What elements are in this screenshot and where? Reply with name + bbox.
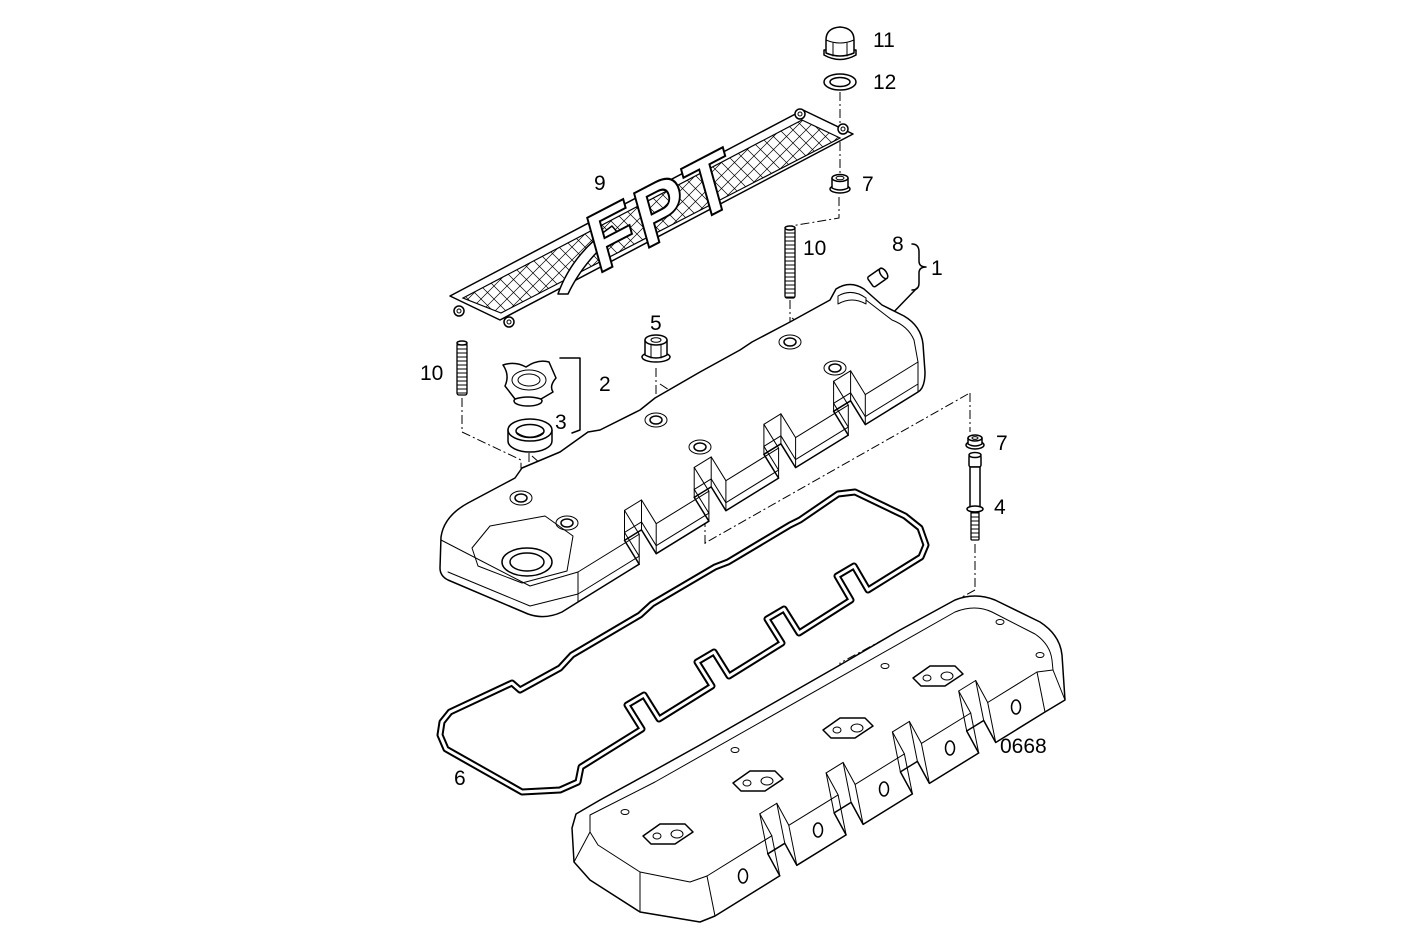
drawing-number: 0668	[1000, 735, 1047, 758]
logo-swoosh	[557, 225, 619, 295]
valve-cover-lower-rim	[447, 383, 919, 607]
callout-6: 6	[454, 767, 466, 790]
rocker-support	[642, 823, 694, 845]
callout-8: 8	[892, 233, 904, 256]
callout-12: 12	[873, 71, 896, 94]
plug	[867, 267, 889, 288]
callout-9: 9	[594, 172, 606, 195]
right-nut	[965, 434, 985, 450]
mesh-cover-grille	[461, 119, 842, 314]
rocker-housing-inner-rim	[589, 607, 1054, 883]
upper-stud	[784, 225, 796, 299]
rocker-housing-rim-holes	[620, 619, 1045, 815]
rocker-housing	[571, 595, 1066, 923]
centerline-nut-stud	[790, 197, 840, 227]
callout-4: 4	[994, 496, 1006, 519]
valve-cover-gasket	[436, 488, 930, 796]
mesh-cover-mounting-tabs	[453, 108, 849, 328]
assembly-bracket-2	[559, 357, 581, 434]
rocker-support	[822, 717, 874, 739]
centerline-diagonal	[704, 393, 969, 544]
filler-seal-ring	[507, 418, 553, 453]
gasket-inner	[438, 490, 928, 794]
valve-cover-outline	[439, 283, 926, 618]
callout-5: 5	[650, 312, 662, 335]
valve-cover-breather-boss	[837, 292, 867, 305]
callout-1: 1	[931, 257, 943, 280]
callout-11: 11	[873, 29, 895, 52]
valve-cover	[439, 283, 926, 618]
valve-cover-top-surface	[440, 299, 919, 587]
rocker-support	[912, 665, 964, 687]
rocker-support	[732, 770, 784, 792]
valve-cover-face-edges	[577, 361, 919, 603]
flange-nut	[641, 334, 671, 363]
upper-nut	[829, 173, 851, 194]
callout-3: 3	[555, 411, 567, 434]
valve-cover-front-face-top	[577, 361, 919, 573]
callout-7-right: 7	[996, 432, 1008, 455]
callout-2: 2	[599, 373, 611, 396]
left-stud	[456, 340, 468, 396]
callout-10-top: 10	[803, 237, 826, 260]
valve-cover-stud-holes	[509, 334, 847, 531]
filler-neck-boss	[471, 515, 574, 584]
oil-filler-cap	[502, 360, 557, 407]
rocker-housing-wall-edges	[573, 669, 1066, 917]
callout-10-left: 10	[420, 362, 443, 385]
rocker-supports	[642, 665, 964, 845]
spacer-stud	[966, 451, 984, 541]
callout-labels: 11 12 7 9 10 8 1 5 10 2 3 7 4 6 0668	[420, 29, 1047, 790]
fpt-logo: FPT	[578, 129, 747, 292]
rocker-housing-side-holes	[737, 699, 1022, 884]
callout-7-top: 7	[862, 173, 874, 196]
sealing-washer	[823, 73, 857, 91]
cap-nut	[823, 26, 857, 61]
